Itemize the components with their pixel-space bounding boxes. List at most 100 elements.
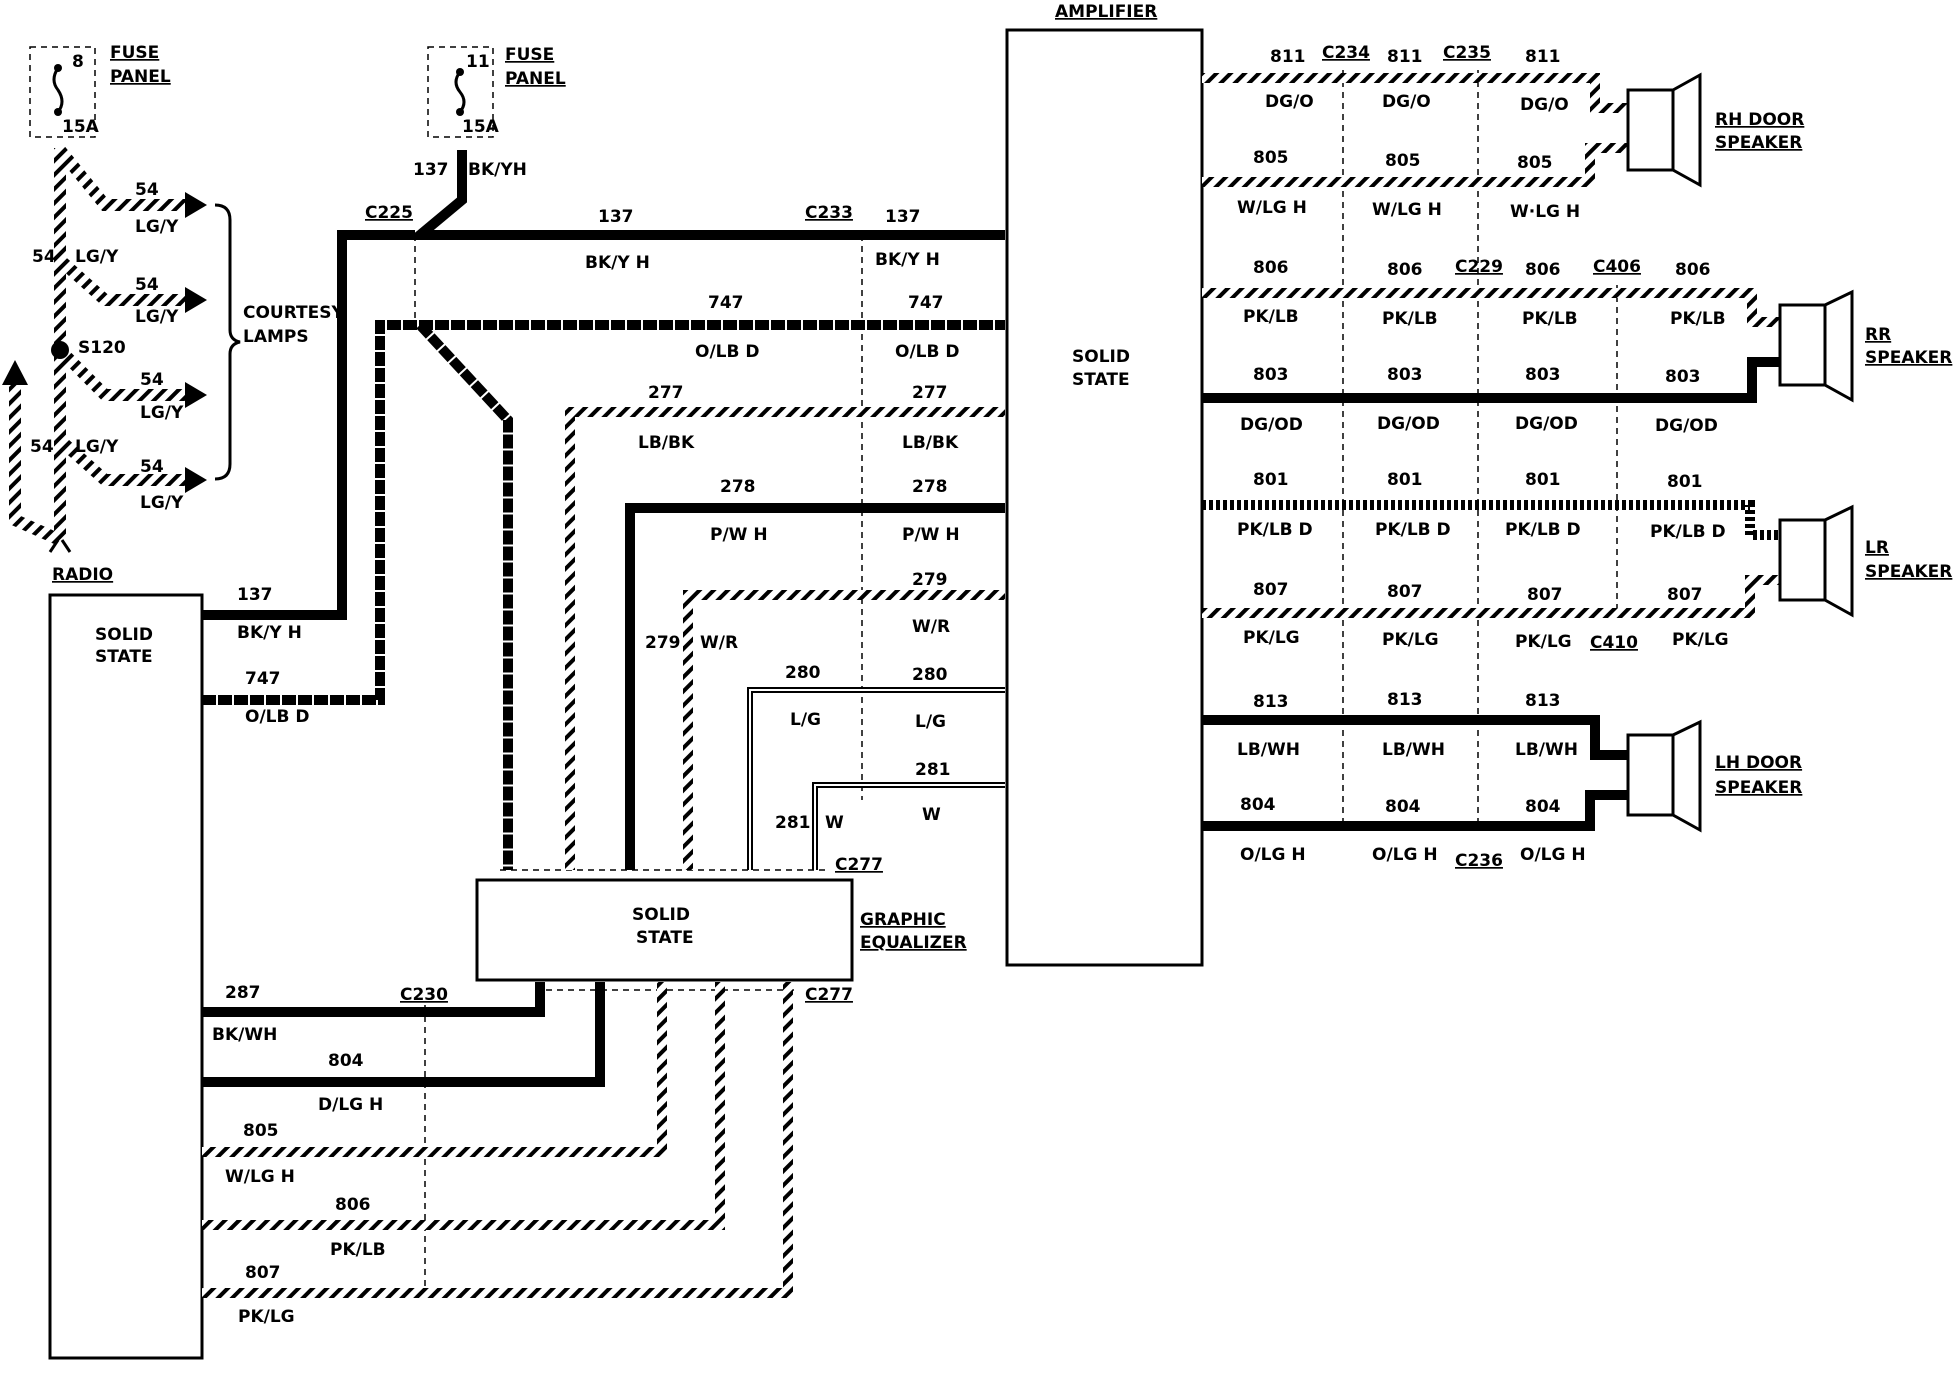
connector-c410: C410: [1590, 633, 1638, 653]
connector-c235: C235: [1443, 43, 1491, 63]
circuit-number: 811: [1525, 47, 1561, 67]
connector-c236: C236: [1455, 851, 1503, 871]
speaker-title-1: RH DOOR: [1715, 110, 1804, 130]
circuit-number: 806: [1675, 260, 1711, 280]
wire-color: LG/Y: [135, 217, 179, 237]
wire-color: BK/WH: [212, 1025, 277, 1045]
circuit-number: 54: [140, 457, 164, 477]
wire-801: [1202, 500, 1780, 540]
circuit-number: 280: [912, 665, 948, 685]
wire-color: W·LG H: [1510, 202, 1580, 222]
wire-137-radio: [202, 230, 415, 620]
wire-color: DG/O: [1382, 92, 1431, 112]
wire-804-radio: [202, 982, 605, 1087]
circuit-number: 811: [1387, 47, 1423, 67]
wire-color: P/W H: [902, 525, 960, 545]
circuit-number: 277: [648, 383, 684, 403]
equalizer-label-1: SOLID: [632, 905, 690, 925]
wire-color: PK/LB: [1382, 309, 1438, 329]
fuse-panel-title-2: PANEL: [110, 67, 171, 87]
circuit-number: 137: [237, 585, 273, 605]
wire-color: DG/OD: [1377, 414, 1440, 434]
circuit-number: 277: [912, 383, 948, 403]
circuit-number: 803: [1525, 365, 1561, 385]
radio-title: RADIO: [52, 565, 113, 585]
connector-labels: C225 C233 C234 C235 C229 C406 C410 C236 …: [365, 43, 1641, 1005]
wire-color: LG/Y: [75, 247, 119, 267]
wire-color: O/LB D: [895, 342, 959, 362]
wire-color: LB/WH: [1382, 740, 1445, 760]
wire-279: [683, 590, 1005, 870]
splice-label: S120: [78, 338, 126, 358]
wire-color: PK/LG: [1515, 632, 1572, 652]
wire-color: PK/LB: [1243, 307, 1299, 327]
wire-color: LG/Y: [135, 307, 179, 327]
wire-color: W: [825, 813, 844, 833]
wire-color: PK/LB: [1522, 309, 1578, 329]
wire-color: LB/BK: [638, 433, 695, 453]
circuit-number: 805: [1385, 151, 1421, 171]
equalizer-title-1: GRAPHIC: [860, 910, 946, 930]
circuit-number: 278: [720, 477, 756, 497]
circuit-number: 805: [1517, 153, 1553, 173]
fuse-rating: 15A: [462, 117, 500, 137]
circuit-number: 54: [140, 370, 164, 390]
circuit-number: 813: [1253, 692, 1289, 712]
speaker-title-2: SPEAKER: [1865, 348, 1952, 368]
wire-807: [1202, 575, 1780, 618]
wire-color: W/R: [700, 633, 738, 653]
speaker-title-1: LR: [1865, 538, 1889, 558]
wire-747-eq: [416, 321, 513, 870]
circuit-number: 807: [245, 1263, 281, 1283]
wire-807-radio: [202, 982, 793, 1298]
wire-color: LB/BK: [902, 433, 959, 453]
circuit-number: 804: [1240, 795, 1276, 815]
circuit-number: 813: [1525, 691, 1561, 711]
connector-c277: C277: [805, 985, 853, 1005]
circuit-number: 137: [413, 160, 449, 180]
wire-806: [1202, 288, 1780, 327]
wire-color: BK/YH: [468, 160, 527, 180]
circuit-number: 807: [1253, 580, 1289, 600]
circuit-number: 806: [1387, 260, 1423, 280]
wire-806-radio: [202, 982, 725, 1230]
connector-c229: C229: [1455, 257, 1503, 277]
wire-805: [1202, 143, 1628, 187]
circuit-number: 278: [912, 477, 948, 497]
wire-color: PK/LB D: [1375, 520, 1451, 540]
wire-277: [565, 407, 1005, 870]
circuit-number: 281: [915, 760, 951, 780]
circuit-number: 279: [912, 570, 948, 590]
circuit-number: 806: [335, 1195, 371, 1215]
courtesy-lamp-circuit: 54 LG/Y 54 LG/Y 54 LG/Y 54 LG/Y 54 LG/Y …: [2, 146, 345, 553]
wire-color: DG/O: [1520, 95, 1569, 115]
wire-color: PK/LB: [330, 1240, 386, 1260]
lr-speaker: LR SPEAKER: [1778, 504, 1952, 618]
speaker-title-1: RR: [1865, 325, 1891, 345]
circuit-number: 281: [775, 813, 811, 833]
radio-label-2: STATE: [95, 647, 153, 667]
graphic-equalizer: SOLID STATE GRAPHIC EQUALIZER: [475, 878, 967, 982]
wire-color: PK/LG: [238, 1307, 295, 1327]
wire-color: LB/WH: [1515, 740, 1578, 760]
circuit-number: 54: [135, 180, 159, 200]
wire-color: W: [922, 805, 941, 825]
wire-color: LG/Y: [140, 493, 184, 513]
circuit-number: 803: [1665, 367, 1701, 387]
circuit-number: 803: [1387, 365, 1423, 385]
wire-color: O/LG H: [1240, 845, 1306, 865]
wire-color: DG/O: [1265, 92, 1314, 112]
equalizer-title-2: EQUALIZER: [860, 933, 967, 953]
circuit-number: 804: [1385, 797, 1421, 817]
connector-c277: C277: [835, 855, 883, 875]
wire-color: L/G: [915, 712, 946, 732]
circuit-number: 805: [1253, 148, 1289, 168]
amplifier-title: AMPLIFIER: [1055, 2, 1157, 22]
speaker-title-2: SPEAKER: [1865, 562, 1952, 582]
wire-813: [1202, 715, 1628, 760]
wire-811: [1202, 73, 1628, 113]
radio: RADIO SOLID STATE: [48, 565, 204, 1360]
circuit-number: 137: [885, 207, 921, 227]
wire-color: LG/Y: [140, 403, 184, 423]
